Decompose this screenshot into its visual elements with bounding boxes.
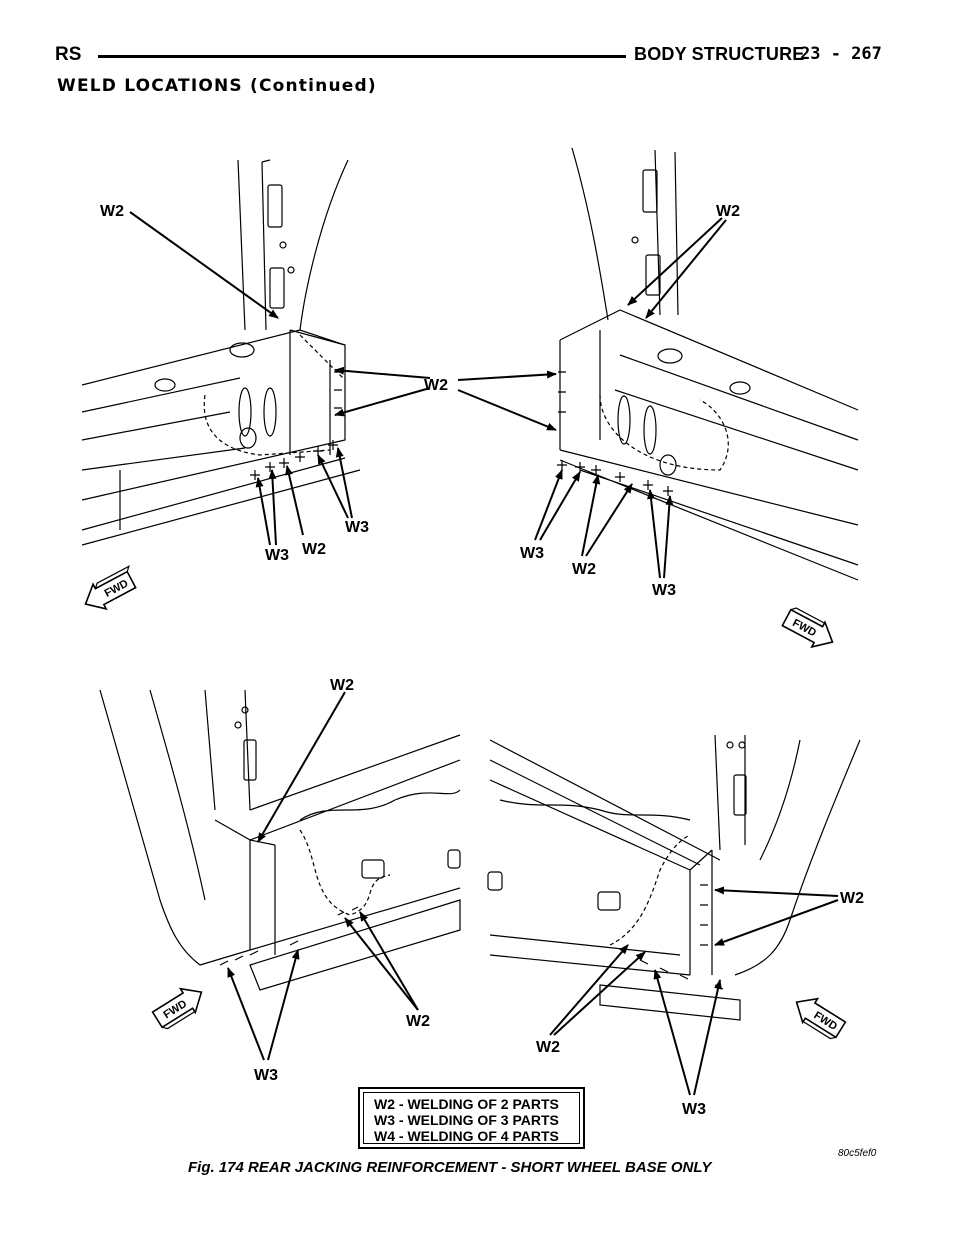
legend-line-w2: W2 - WELDING OF 2 PARTS	[374, 1096, 559, 1112]
fwd-arrow-top-left: FWD	[84, 565, 137, 611]
callout-w2: W2	[840, 890, 864, 907]
callout-w3: W3	[345, 519, 369, 536]
legend-line-w4: W4 - WELDING OF 4 PARTS	[374, 1128, 559, 1144]
header-chapter-title: BODY STRUCTURE	[634, 44, 805, 64]
weld-legend-inner: W2 - WELDING OF 2 PARTS W3 - WELDING OF …	[363, 1092, 580, 1144]
header-page-number: 23 - 267	[800, 44, 882, 64]
fwd-arrow-top-right: FWD	[781, 607, 834, 649]
view-bottom-right	[487, 734, 861, 1021]
callout-w2: W2	[100, 203, 124, 220]
fwd-arrow-bottom-left: FWD	[151, 987, 203, 1030]
callout-w3: W3	[265, 547, 289, 564]
view-top-left	[81, 159, 361, 546]
section-title: WELD LOCATIONS (Continued)	[57, 76, 377, 96]
legend-line-w3: W3 - WELDING OF 3 PARTS	[374, 1112, 559, 1128]
callout-w2: W2	[302, 541, 326, 558]
callout-w3: W3	[254, 1067, 278, 1084]
figure-code: 80c5fef0	[838, 1148, 877, 1159]
header-section-code: RS	[55, 44, 82, 65]
callout-w2: W2	[572, 561, 596, 578]
view-top-right	[557, 147, 859, 581]
leader-arrows	[129, 211, 839, 1096]
view-bottom-left	[99, 689, 461, 991]
callout-w2: W2	[716, 203, 740, 220]
figure-caption: Fig. 174 REAR JACKING REINFORCEMENT - SH…	[188, 1159, 712, 1176]
callout-w3: W3	[520, 545, 544, 562]
callout-w2: W2	[406, 1013, 430, 1030]
callout-w3: W3	[682, 1101, 706, 1118]
callout-w2: W2	[536, 1039, 560, 1056]
callout-labels: W2 W2 W3 W2 W3 W2 W3 W2 W3 W2 W2 W3 W2 W…	[100, 203, 864, 1118]
callout-w2: W2	[424, 377, 448, 394]
header-rule	[98, 55, 626, 58]
callout-w3: W3	[652, 582, 676, 599]
fwd-arrow-bottom-right: FWD	[795, 997, 847, 1040]
callout-w2: W2	[330, 677, 354, 694]
weld-legend-box: W2 - WELDING OF 2 PARTS W3 - WELDING OF …	[358, 1087, 585, 1149]
